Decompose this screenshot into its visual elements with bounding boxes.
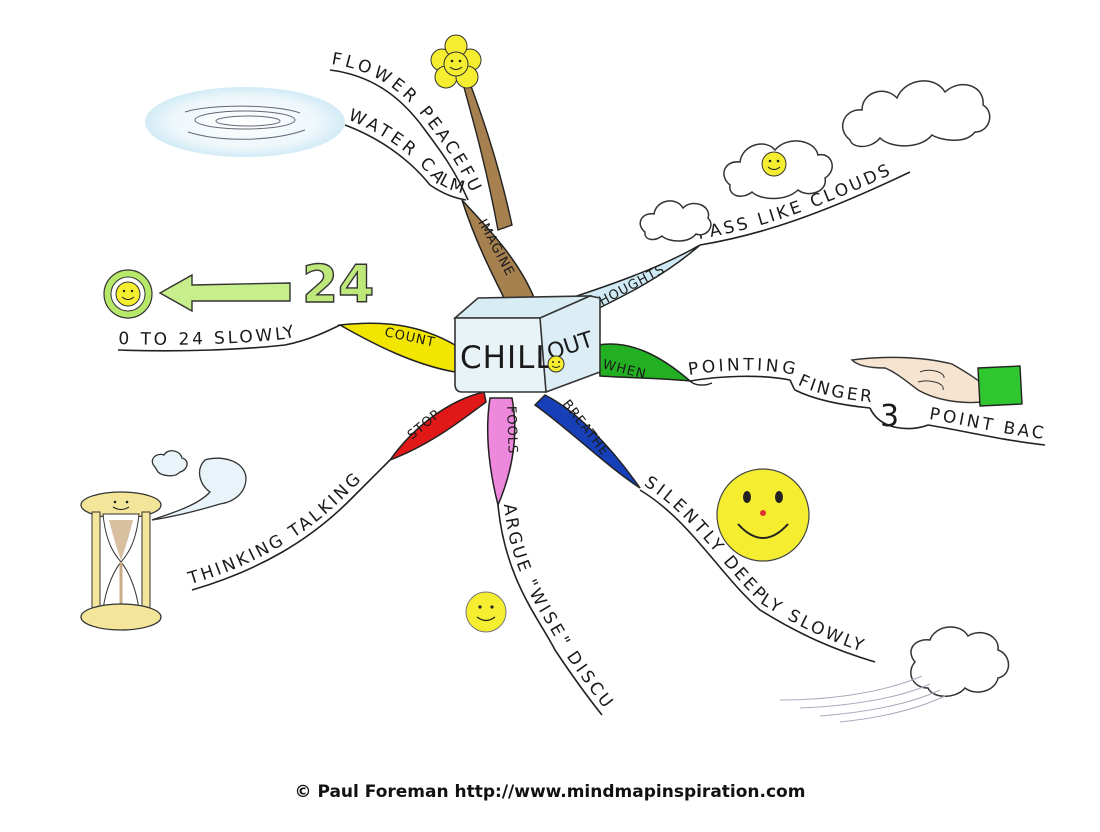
water-ripple-icon — [145, 87, 345, 157]
wind-icon — [779, 626, 1010, 723]
big-number-24: 24 — [302, 255, 374, 315]
cloud-icon — [639, 80, 991, 242]
count-target — [103, 269, 153, 319]
flower-icon — [430, 34, 513, 231]
smiley-icon — [761, 151, 787, 177]
branch-count-shape — [337, 322, 456, 373]
svg-text:FINGER: FINGER — [795, 371, 876, 408]
twig-finger-label: FINGER — [795, 371, 873, 408]
branch-fools-shape — [486, 397, 516, 508]
sleeve — [977, 365, 1023, 407]
twig-finger-number: 3 — [880, 399, 899, 434]
branch-fools: FOOLS — [486, 397, 520, 508]
smiley-icon — [115, 281, 141, 307]
branch-stop-shape — [387, 391, 487, 462]
branch-when: WHEN — [597, 343, 693, 383]
smiley-icon — [547, 355, 565, 373]
arrow-left-icon — [158, 273, 291, 313]
svg-text:0 TO 24 SLOWLY: 0 TO 24 SLOWLY — [118, 321, 299, 350]
hourglass-icon — [80, 491, 162, 631]
speech-bubble-icon — [151, 450, 247, 521]
smiley-icon — [465, 591, 507, 633]
pointing-hand-icon — [850, 356, 1023, 407]
central-cube: CHILL OUT — [452, 295, 601, 394]
branch-imagine-shape — [461, 199, 537, 301]
branch-breathe-shape — [533, 394, 641, 489]
branch-fools-label: FOOLS — [503, 406, 520, 455]
twig-pointing: POINTING — [687, 355, 797, 386]
center-word-chill: CHILL — [460, 340, 554, 376]
branch-breathe: BREATHE — [533, 394, 641, 489]
branch-stop: STOP — [387, 391, 487, 462]
twig-zero-to-24-label: 0 TO 24 SLOWLY — [118, 321, 296, 350]
footer-credit: © Paul Foreman http://www.mindmapinspira… — [294, 782, 806, 802]
twig-zero-to-24: 0 TO 24 SLOWLY — [117, 321, 341, 352]
branch-count: COUNT — [337, 322, 456, 373]
smiley-icon — [716, 468, 810, 562]
